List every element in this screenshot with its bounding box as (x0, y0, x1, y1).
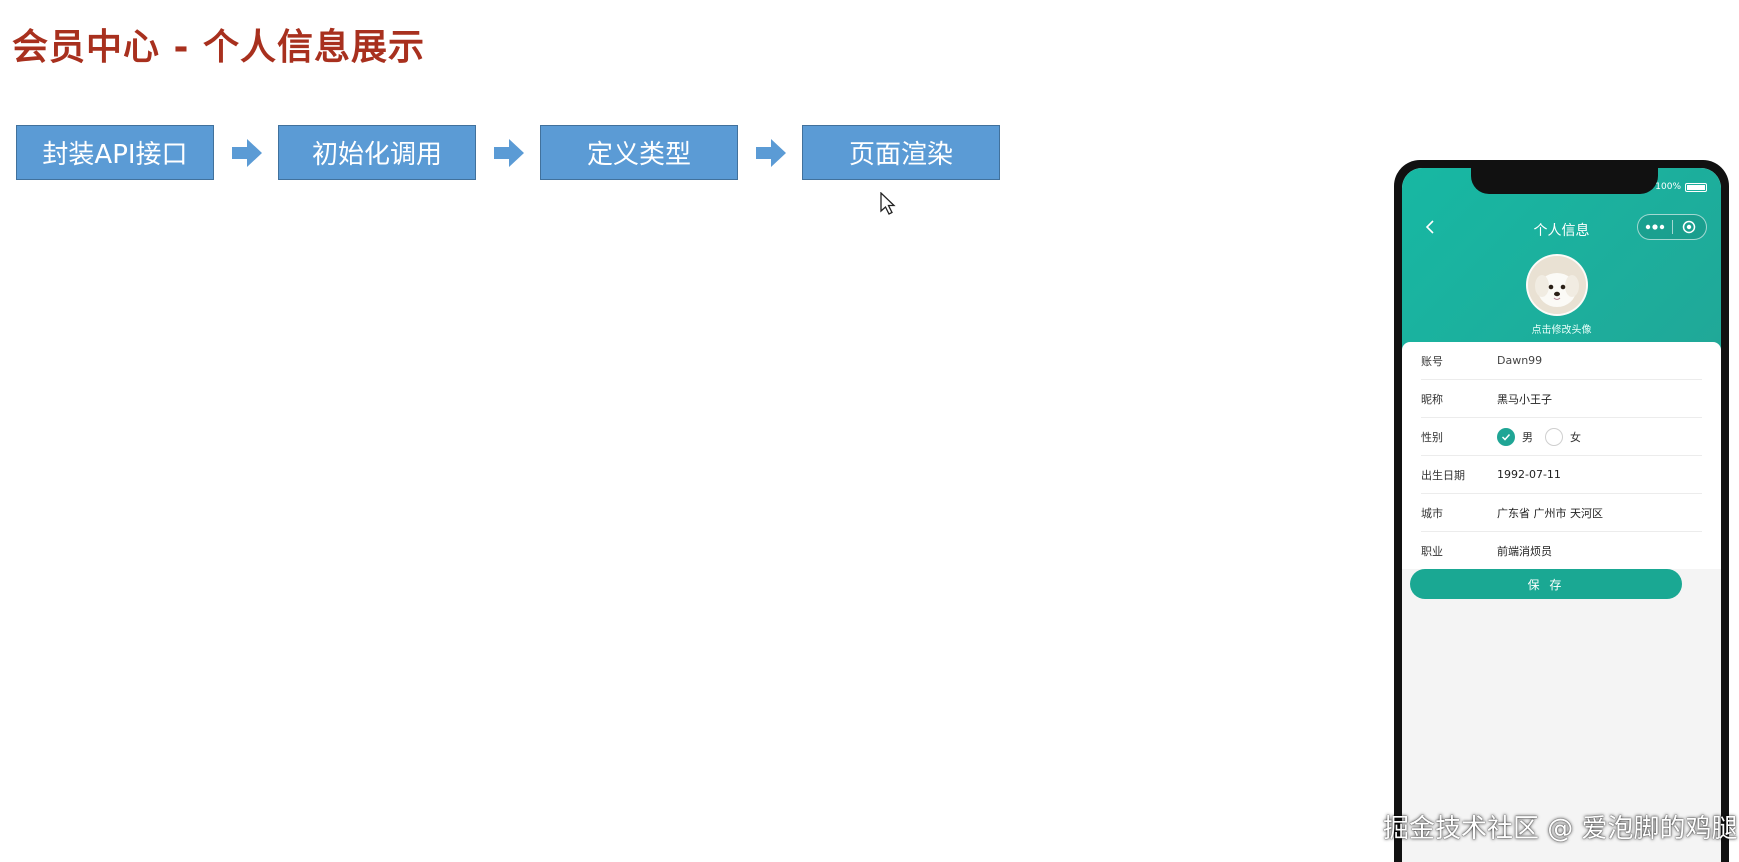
target-circle-icon[interactable] (1673, 215, 1707, 239)
step-encapsulate-api: 封装API接口 (16, 125, 214, 180)
step-define-types: 定义类型 (540, 125, 738, 180)
avatar-hint[interactable]: 点击修改头像 (1531, 325, 1592, 336)
battery-icon (1685, 182, 1707, 192)
city-picker[interactable]: 广东省 广州市 天河区 (1497, 506, 1603, 520)
gender-label: 性别 (1421, 430, 1443, 444)
job-input[interactable]: 前端消烦员 (1497, 544, 1552, 558)
gender-radio-female[interactable]: 女 (1545, 427, 1581, 446)
nickname-label: 昵称 (1421, 392, 1443, 406)
save-button[interactable]: 保 存 (1410, 569, 1682, 599)
more-dots-icon[interactable] (1638, 215, 1672, 239)
watermark: 掘金技术社区 @ 爱泡脚的鸡腿 (1383, 814, 1738, 844)
profile-form: 账号 Dawn99 昵称 黑马小王子 性别 男 女 (1402, 342, 1721, 569)
phone-mockup: 100% 个人信息 (1394, 160, 1729, 862)
gender-radio-male[interactable]: 男 (1497, 427, 1533, 446)
capsule-divider (1671, 220, 1673, 234)
check-icon (1497, 427, 1515, 446)
form-row-job[interactable]: 职业 前端消烦员 (1421, 532, 1702, 569)
job-label: 职业 (1421, 544, 1443, 558)
form-row-nickname[interactable]: 昵称 黑马小王子 (1421, 380, 1702, 418)
step-init-call: 初始化调用 (278, 125, 476, 180)
form-row-account: 账号 Dawn99 (1421, 342, 1702, 380)
mini-program-capsule (1637, 214, 1707, 240)
mouse-cursor-icon (880, 192, 896, 215)
arrow-right-icon (756, 139, 786, 167)
nickname-input[interactable]: 黑马小王子 (1497, 392, 1552, 406)
birthday-label: 出生日期 (1421, 468, 1465, 482)
birthday-picker[interactable]: 1992-07-11 (1497, 468, 1561, 481)
arrow-right-icon (494, 139, 524, 167)
account-label: 账号 (1421, 354, 1443, 368)
city-label: 城市 (1421, 506, 1443, 520)
gender-male-label: 男 (1522, 430, 1533, 444)
status-bar: 100% (1655, 182, 1707, 192)
dog-avatar-icon (1528, 256, 1586, 314)
arrow-right-icon (232, 139, 262, 167)
battery-percent: 100% (1655, 182, 1681, 192)
phone-screen: 100% 个人信息 (1402, 168, 1721, 862)
avatar[interactable] (1526, 254, 1588, 316)
radio-empty-icon (1545, 427, 1563, 446)
account-value: Dawn99 (1497, 354, 1543, 367)
phone-notch (1471, 168, 1658, 194)
chevron-left-icon[interactable] (1424, 218, 1438, 236)
form-row-city[interactable]: 城市 广东省 广州市 天河区 (1421, 494, 1702, 532)
slide-title: 会员中心 - 个人信息展示 (12, 27, 426, 68)
nav-title: 个人信息 (1533, 223, 1590, 239)
step-render-page: 页面渲染 (802, 125, 1000, 180)
form-row-gender: 性别 男 女 (1421, 418, 1702, 456)
form-row-birthday[interactable]: 出生日期 1992-07-11 (1421, 456, 1702, 494)
gender-female-label: 女 (1570, 430, 1581, 444)
